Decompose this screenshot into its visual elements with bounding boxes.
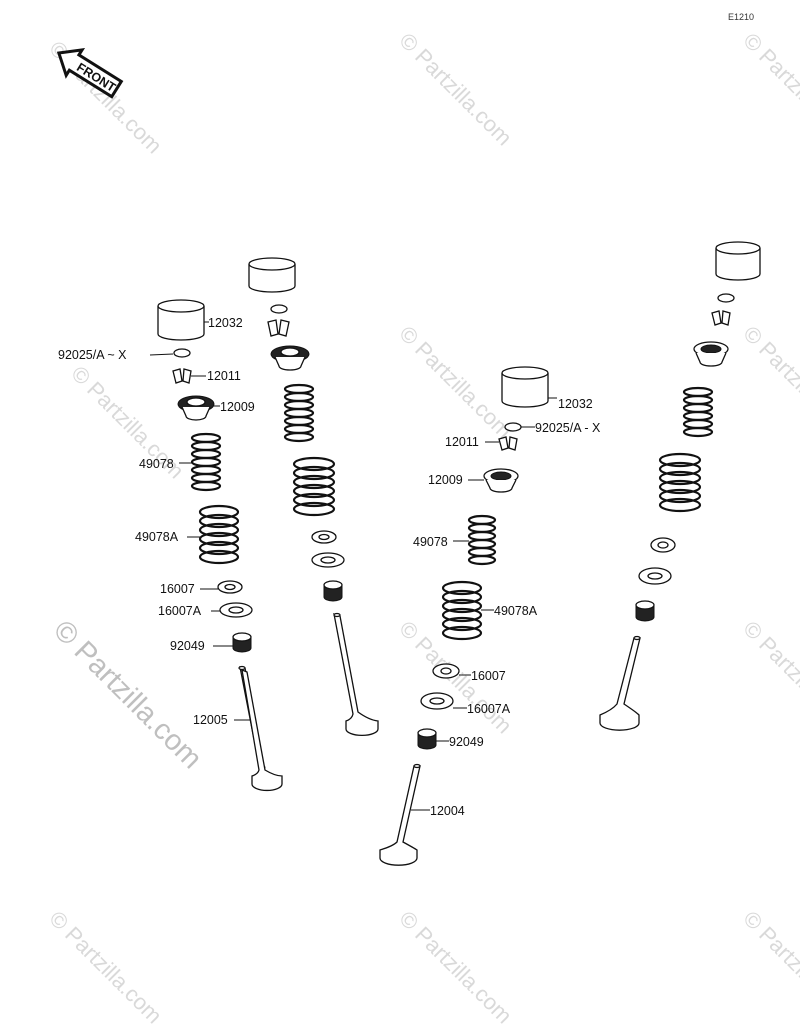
keeper — [267, 319, 290, 337]
spring-seat-a — [219, 602, 253, 618]
part-label-retainer: 12009 — [220, 400, 255, 414]
outer-spring — [441, 580, 483, 641]
keeper — [498, 436, 518, 451]
shim — [717, 293, 735, 303]
valve — [333, 612, 379, 737]
spring-seat-a — [420, 692, 454, 710]
spring-seat — [650, 537, 676, 553]
watermark-text: © Partzilla.com — [738, 28, 800, 151]
spring-seat — [432, 663, 460, 679]
shim — [173, 348, 191, 358]
part-label-seat: 16007 — [160, 582, 195, 596]
part-label-keeper: 12011 — [207, 369, 241, 383]
tappet — [248, 257, 296, 293]
left-valve-assembly — [157, 299, 283, 792]
watermark-text: © Partzilla.com — [738, 616, 800, 739]
right-valve-assembly — [599, 241, 761, 731]
part-label-inner-spring: 49078 — [413, 535, 448, 549]
spring-seat-a — [638, 567, 672, 585]
valve-seal — [417, 728, 437, 750]
watermark-text: © Partzilla.com — [738, 906, 800, 1024]
part-label-valve: 12005 — [193, 713, 228, 727]
part-label-seal: 92049 — [449, 735, 484, 749]
valve-seal — [232, 632, 252, 653]
part-label-seat-a: 16007A — [158, 604, 202, 618]
valve-seal — [323, 580, 343, 602]
part-label-keeper: 12011 — [445, 435, 479, 449]
part-label-tappet: 12032 — [208, 316, 243, 330]
valve-exhaust — [238, 665, 283, 792]
center-valve-assembly — [248, 257, 379, 737]
part-label-valve: 12004 — [430, 804, 465, 818]
shim — [270, 304, 288, 314]
watermark-text: © Partzilla.com — [738, 321, 800, 444]
spring-seat — [217, 580, 243, 594]
outer-spring — [658, 452, 702, 513]
part-label-shim: 92025/A - X — [535, 421, 601, 435]
middle-callouts: 12032 92025/A - X 12011 12009 49078 4907… — [411, 397, 601, 818]
spring-seat — [311, 530, 337, 544]
part-label-retainer: 12009 — [428, 473, 463, 487]
outer-spring — [198, 504, 240, 565]
valve-intake — [379, 763, 421, 866]
watermark-layer: © Partzilla.com © Partzilla.com © Partzi… — [44, 28, 800, 1024]
part-label-seat-a: 16007A — [467, 702, 511, 716]
part-label-tappet: 12032 — [558, 397, 593, 411]
part-label-seat: 16007 — [471, 669, 506, 683]
part-label-inner-spring: 49078 — [139, 457, 174, 471]
left-callouts: 12032 92025/A ~ X 12011 12009 49078 4907… — [58, 316, 255, 727]
watermark-text: © Partzilla.com — [394, 28, 517, 151]
watermark-text: © Partzilla.com — [394, 321, 517, 444]
valve — [599, 635, 641, 731]
part-label-shim: 92025/A ~ X — [58, 348, 127, 362]
part-label-outer-spring: 49078A — [135, 530, 179, 544]
keeper — [711, 310, 731, 326]
retainer — [177, 395, 215, 421]
outer-spring — [292, 456, 336, 517]
tappet — [501, 366, 549, 408]
watermark-text: © Partzilla.com — [394, 906, 517, 1024]
keeper — [172, 368, 192, 384]
inner-spring — [190, 432, 222, 492]
tappet — [157, 299, 205, 341]
retainer — [483, 468, 519, 493]
part-label-seal: 92049 — [170, 639, 205, 653]
middle-valve-assembly — [379, 366, 549, 866]
valve-seal — [635, 600, 655, 622]
watermark-text: © Partzilla.com — [44, 906, 167, 1024]
part-label-outer-spring: 49078A — [494, 604, 538, 618]
tappet — [715, 241, 761, 281]
inner-spring — [682, 386, 714, 438]
shim — [504, 422, 522, 432]
retainer — [270, 345, 310, 371]
inner-spring — [283, 383, 315, 443]
spring-seat-a — [311, 552, 345, 568]
retainer — [693, 341, 729, 367]
diagram-code: E1210 — [728, 12, 754, 22]
inner-spring — [467, 514, 497, 566]
